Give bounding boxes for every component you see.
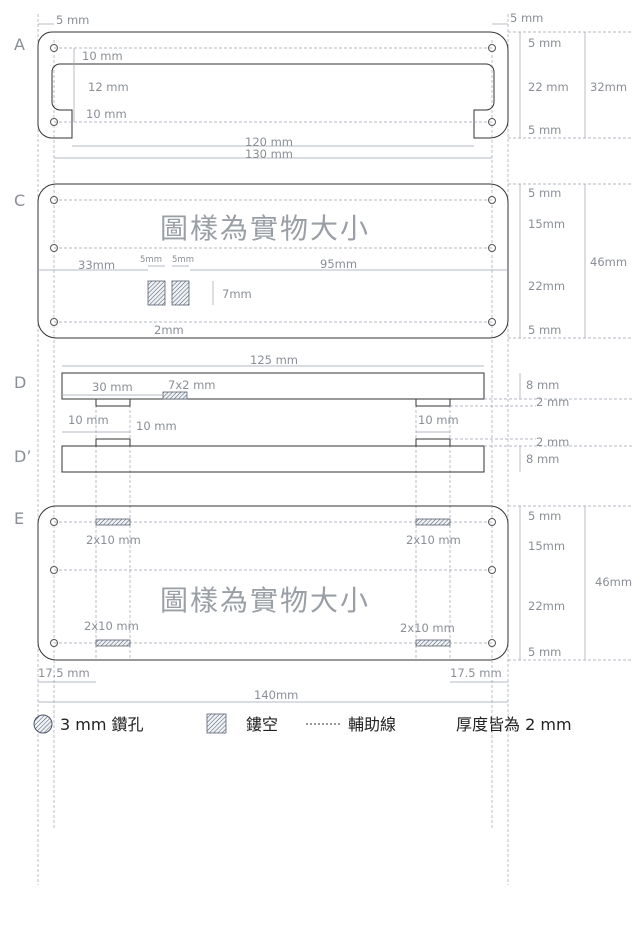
- part-d-prime-tab-right: [415, 438, 451, 447]
- scale-caption-e: 圖樣為實物大小: [160, 584, 370, 617]
- dim-e-side-mid2: 22mm: [528, 599, 565, 613]
- legend-aux-line: 輔助線: [348, 715, 396, 734]
- legend-cutout: 鏤空: [246, 715, 278, 734]
- dim-a-slot-height: 12 mm: [88, 80, 129, 94]
- part-d-body: [61, 372, 485, 400]
- drill-hole-icon: [488, 196, 496, 204]
- part-d-tab-right: [415, 398, 451, 407]
- drill-hole-icon: [488, 639, 496, 647]
- dim-dp-height: 8 mm: [526, 452, 559, 466]
- dim-a-gap-bottom: 10 mm: [86, 107, 127, 121]
- slot-top-left: [95, 518, 131, 526]
- scale-caption-c: 圖樣為實物大小: [160, 212, 370, 245]
- part-e-outline: [37, 505, 509, 661]
- dim-c-cut-height: 7mm: [222, 287, 252, 301]
- dim-a-outer-width: 130 mm: [245, 147, 293, 161]
- section-label-d-prime: D’: [14, 447, 31, 466]
- dim-c-side-bottom: 5 mm: [528, 323, 561, 337]
- part-d-prime: [61, 438, 632, 473]
- dim-e-total-width: 140mm: [254, 688, 298, 702]
- section-label-a: A: [14, 35, 25, 54]
- dim-a-side-total: 32mm: [590, 80, 627, 94]
- slot-bottom-left: [95, 639, 131, 647]
- slot-top-right: [415, 518, 451, 526]
- section-label-c: C: [14, 191, 25, 210]
- drill-hole-icon: [488, 566, 496, 574]
- dim-a-margin-right: 5 mm: [510, 11, 543, 25]
- guide-lines: [37, 14, 509, 885]
- cutout-legend-icon: [206, 713, 227, 734]
- dim-c-cut-w1: 5mm: [140, 255, 162, 265]
- slot-bottom-right: [415, 639, 451, 647]
- legend: [33, 713, 340, 734]
- dim-e-edge-left: 17.5 mm: [38, 666, 90, 680]
- dim-e-side-bottom: 5 mm: [528, 645, 561, 659]
- dim-e-slot-br: 2x10 mm: [400, 621, 455, 635]
- part-a-outline: [37, 31, 509, 139]
- dim-e-slot-tl: 2x10 mm: [86, 533, 141, 547]
- dim-c-cut-w2: 5mm: [172, 255, 194, 265]
- section-label-e: E: [14, 509, 24, 528]
- dim-a-margin-left: 5 mm: [56, 13, 89, 27]
- part-e: [37, 505, 632, 703]
- dim-c-side-top: 5 mm: [528, 186, 561, 200]
- dim-c-offset-left: 33mm: [78, 258, 115, 272]
- cutout-left: [147, 280, 166, 306]
- dim-dp-tab-height: 2 mm: [536, 435, 569, 449]
- dim-c-side-mid1: 15mm: [528, 217, 565, 231]
- part-d-prime-body: [61, 445, 485, 473]
- dim-e-side-top: 5 mm: [528, 509, 561, 523]
- dim-e-slot-tr: 2x10 mm: [406, 533, 461, 547]
- dim-a-inner-width: 120 mm: [245, 135, 293, 149]
- part-d-tab-left: [95, 398, 131, 407]
- dim-e-slot-bl: 2x10 mm: [84, 619, 139, 633]
- dim-a-side-bottom: 5 mm: [528, 123, 561, 137]
- drill-hole-icon: [488, 118, 496, 126]
- dim-d-notch: 7x2 mm: [168, 378, 216, 392]
- dim-e-edge-right: 17.5 mm: [450, 666, 502, 680]
- dim-c-cut-gap: 2mm: [154, 323, 184, 337]
- dim-c-side-mid2: 22mm: [528, 279, 565, 293]
- dim-d-height: 8 mm: [526, 378, 559, 392]
- drill-hole-legend-icon: [33, 714, 53, 734]
- dim-a-side-top: 5 mm: [528, 36, 561, 50]
- dim-d-tab-w-left: 10 mm: [68, 413, 109, 427]
- dim-d-length: 125 mm: [250, 353, 298, 367]
- drill-hole-icon: [488, 518, 496, 526]
- legend-drill: 3 mm 鑽孔: [60, 715, 144, 734]
- dim-c-side-total: 46mm: [590, 255, 627, 269]
- drill-hole-icon: [488, 44, 496, 52]
- part-d: [61, 365, 632, 433]
- dim-e-side-total: 46mm: [595, 575, 632, 589]
- part-d-notch: [162, 391, 188, 400]
- cutout-right: [171, 280, 190, 306]
- dim-a-gap-top: 10 mm: [82, 49, 123, 63]
- dim-e-side-mid1: 15mm: [528, 539, 565, 553]
- part-c: [37, 183, 632, 339]
- drill-hole-icon: [488, 244, 496, 252]
- part-c-outline: [37, 183, 509, 339]
- dim-c-offset-right: 95mm: [320, 257, 357, 271]
- section-label-d: D: [14, 373, 26, 392]
- dim-d-inset: 30 mm: [92, 380, 133, 394]
- legend-thickness: 厚度皆為 2 mm: [456, 715, 572, 734]
- part-d-prime-tab-left: [95, 438, 131, 447]
- drill-hole-icon: [488, 318, 496, 326]
- dim-d-tab-height: 2 mm: [536, 395, 569, 409]
- part-a: [37, 23, 632, 159]
- dim-d-tab-w-right: 10 mm: [418, 413, 459, 427]
- dim-d-tab-gap: 10 mm: [136, 419, 177, 433]
- dim-a-side-mid: 22 mm: [528, 80, 569, 94]
